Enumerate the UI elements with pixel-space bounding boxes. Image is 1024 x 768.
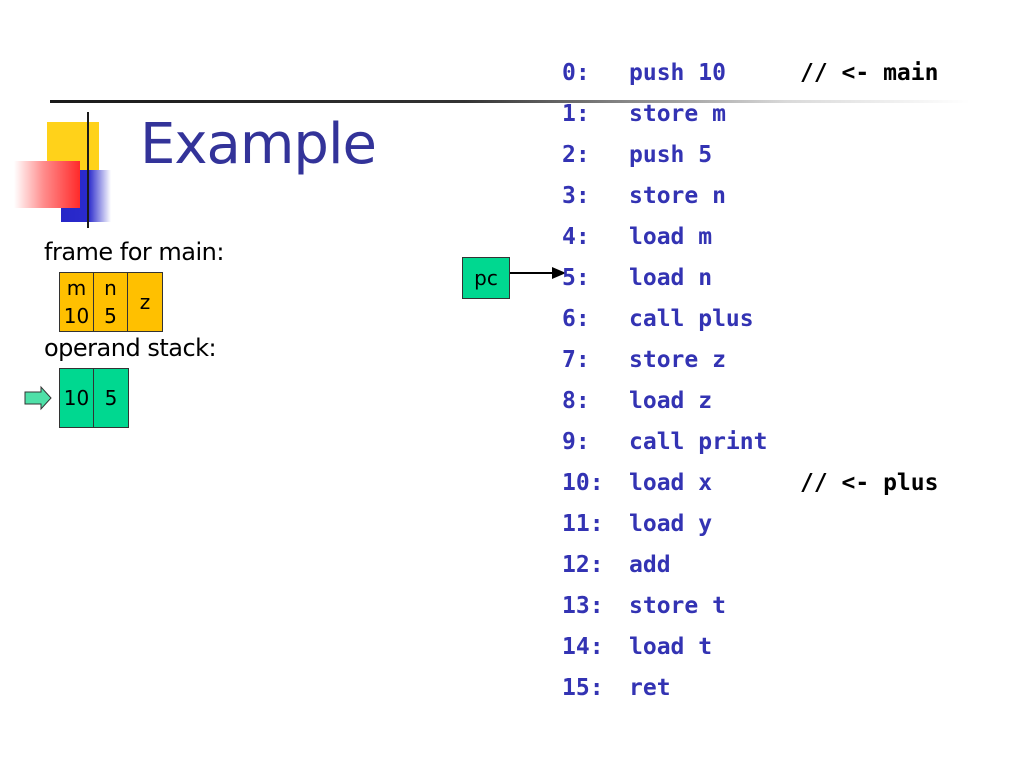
page-title: Example <box>140 112 377 177</box>
code-line: 11: load y <box>562 506 767 547</box>
line-number: 6: <box>562 306 590 332</box>
code-line: 1: store m <box>562 96 767 137</box>
frame-var-value: 10 <box>63 304 90 328</box>
code-line: 9: call print <box>562 424 767 465</box>
instruction: call plus <box>629 306 754 332</box>
code-listing: 0: push 10 // <- main 1: store m 2: push 5 3… <box>562 55 938 711</box>
instruction: load t <box>629 634 713 660</box>
line-number: 1: <box>562 101 590 127</box>
frame-cell-z: z <box>128 273 162 331</box>
program-counter-box: pc <box>462 257 510 299</box>
instruction: push 10 <box>629 60 726 86</box>
stack-pointer-arrow-icon <box>24 385 52 411</box>
line-number: 2: <box>562 142 590 168</box>
logo-red-square <box>14 161 80 208</box>
line-number: 7: <box>562 347 590 373</box>
line-number: 0: <box>562 60 590 86</box>
frame-cell-n: n 5 <box>94 273 128 331</box>
frame-var-name: m <box>66 276 87 300</box>
line-number: 14: <box>562 634 604 660</box>
instruction: load x <box>629 470 713 496</box>
instruction: store m <box>629 101 726 127</box>
line-number: 3: <box>562 183 590 209</box>
code-line: 15: ret <box>562 670 767 711</box>
code-line: 6: call plus <box>562 301 767 342</box>
line-number: 12: <box>562 552 604 578</box>
stack-cell: 5 <box>94 369 128 427</box>
code-line: 4: load m <box>562 219 767 260</box>
title-logo <box>0 100 140 230</box>
code-line: 7: store z <box>562 342 767 383</box>
instruction: call print <box>629 429 768 455</box>
instruction: ret <box>629 675 671 701</box>
operand-stack: 10 5 <box>59 368 129 428</box>
main-frame: m 10 n 5 z <box>59 272 163 332</box>
pc-arrow-icon <box>510 267 566 279</box>
title-underline <box>50 100 970 103</box>
code-comment: // <- plus <box>800 470 939 496</box>
code-line: 2: push 5 <box>562 137 767 178</box>
instruction: load y <box>629 511 713 537</box>
instruction: add <box>629 552 671 578</box>
line-number: 5: <box>562 265 590 291</box>
frame-var-value: 5 <box>104 304 117 328</box>
frame-var-name: n <box>104 276 117 300</box>
instruction: store z <box>629 347 726 373</box>
code-line: 10: load x // <- plus <box>562 465 938 506</box>
line-number: 11: <box>562 511 604 537</box>
line-number: 8: <box>562 388 590 414</box>
code-comment: // <- main <box>800 60 939 86</box>
instruction: load n <box>629 265 713 291</box>
code-line: 3: store n <box>562 178 767 219</box>
frame-cell-m: m 10 <box>60 273 94 331</box>
instruction: load z <box>629 388 713 414</box>
code-line: 5: load n <box>562 260 767 301</box>
frame-var-name: z <box>139 290 151 314</box>
instruction: store t <box>629 593 726 619</box>
line-number: 4: <box>562 224 590 250</box>
line-number: 9: <box>562 429 590 455</box>
line-number: 15: <box>562 675 604 701</box>
stack-label: operand stack: <box>44 334 217 362</box>
code-line: 8: load z <box>562 383 767 424</box>
frame-label: frame for main: <box>44 238 224 266</box>
code-line: 0: push 10 // <- main <box>562 55 938 96</box>
instruction: push 5 <box>629 142 713 168</box>
stack-cell: 10 <box>60 369 94 427</box>
line-number: 13: <box>562 593 604 619</box>
logo-vertical-line <box>87 112 89 228</box>
instruction: load m <box>629 224 713 250</box>
code-line: 13: store t <box>562 588 767 629</box>
instruction: store n <box>629 183 726 209</box>
code-line: 14: load t <box>562 629 767 670</box>
code-line: 12: add <box>562 547 767 588</box>
line-number: 10: <box>562 470 604 496</box>
